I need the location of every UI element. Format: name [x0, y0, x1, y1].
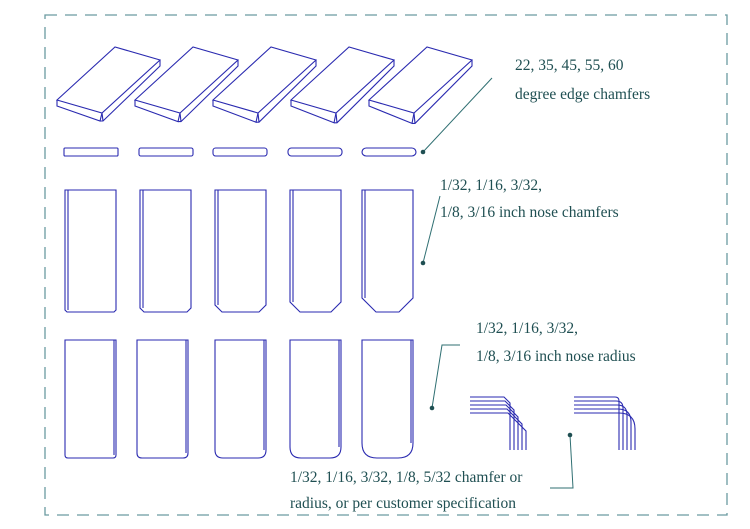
leader-edge-chamfers: [422, 77, 493, 153]
slab-chamfer-edge: [101, 112, 104, 122]
slab-side: [178, 60, 239, 123]
leader-dot: [420, 260, 426, 266]
slab-chamfer-edge: [179, 112, 182, 122]
slab-row: [55, 46, 474, 125]
leader-dot: [429, 405, 435, 411]
slab: [55, 46, 162, 122]
edge-section: [212, 147, 268, 157]
corner-chamfer-line: [470, 408, 523, 450]
slab-side: [256, 60, 317, 123]
nose-chamfer-profile: [139, 189, 192, 313]
corner-chamfer-line: [470, 412, 527, 450]
slab-front: [134, 100, 181, 123]
label-nose-chamfers-1: 1/32, 1/16, 3/32,: [440, 177, 542, 194]
slab-chamfer-edge: [335, 112, 338, 123]
edge-section: [361, 147, 417, 157]
slab-chamfer-edge: [413, 112, 416, 124]
slab: [211, 46, 318, 123]
slab-front: [368, 100, 415, 125]
nose-radius-profile: [361, 339, 414, 459]
slab: [133, 46, 240, 123]
nose-chamfer-profile: [214, 189, 267, 313]
corner-chamfer-line: [470, 396, 511, 450]
edge-section: [63, 147, 119, 157]
slab-side: [100, 60, 161, 122]
label-corner-2: radius, or per customer specification: [290, 495, 516, 512]
edge-section: [287, 147, 343, 157]
leader-nose-chamfers: [422, 195, 441, 264]
corner-profiles: [470, 396, 636, 450]
nose-chamfer-profile: [289, 189, 342, 313]
slab-front: [212, 100, 259, 123]
slab-front: [56, 100, 103, 122]
leader-corner: [550, 434, 574, 489]
nose-radius-profile: [289, 339, 342, 459]
nose-chamfer-profile: [361, 189, 414, 313]
label-nose-radius-1: 1/32, 1/16, 3/32,: [476, 320, 578, 337]
slab-side: [412, 60, 473, 124]
leader-nose-radius: [431, 344, 460, 409]
slab: [367, 46, 474, 125]
nose-chamfer-row: [64, 189, 414, 313]
slab-side: [334, 60, 395, 124]
nose-radius-profile: [136, 339, 189, 459]
corner-chamfer-line: [470, 400, 515, 450]
slab: [289, 46, 396, 124]
label-nose-chamfers-2: 1/8, 3/16 inch nose chamfers: [440, 204, 619, 221]
slab-front: [290, 100, 337, 124]
label-edge-chamfers-1: 22, 35, 45, 55, 60: [515, 57, 624, 74]
corner-radius-line: [574, 408, 632, 450]
corner-radius-line: [574, 412, 636, 450]
section-row: [63, 147, 417, 157]
slab-chamfer-edge: [257, 112, 260, 123]
leader-dot: [567, 432, 573, 438]
corner-chamfer-line: [470, 404, 519, 450]
nose-radius-profile: [214, 339, 267, 459]
leader-dot: [420, 149, 426, 155]
nose-chamfer-profile: [64, 189, 117, 313]
edge-section: [138, 147, 194, 157]
label-nose-radius-2: 1/8, 3/16 inch nose radius: [476, 348, 636, 365]
label-corner-1: 1/32, 1/16, 3/32, 1/8, 5/32 chamfer or: [290, 469, 523, 486]
label-edge-chamfers-2: degree edge chamfers: [515, 86, 650, 103]
nose-radius-row: [64, 339, 414, 459]
nose-radius-profile: [64, 339, 117, 459]
dashed-border: [44, 14, 728, 516]
corner-radius-line: [574, 400, 624, 450]
